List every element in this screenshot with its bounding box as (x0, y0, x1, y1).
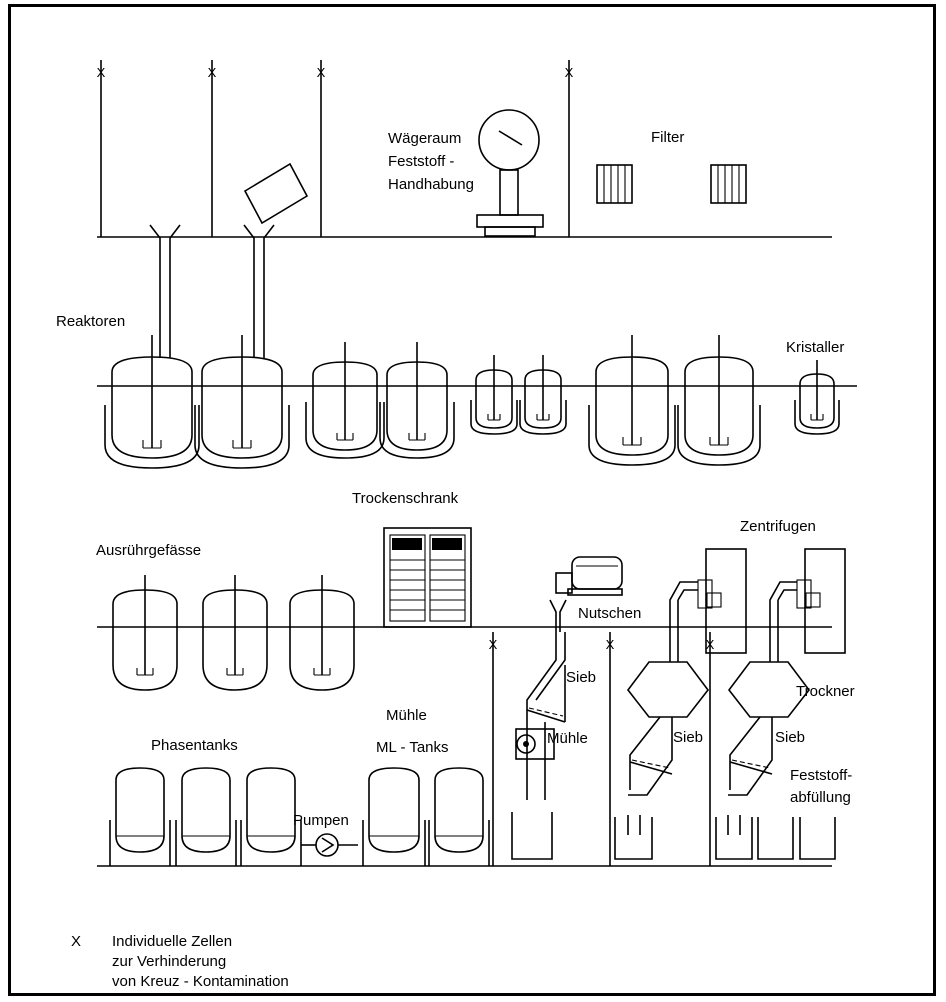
label-feststoff-line2: abfüllung (790, 789, 851, 806)
legend-line-2: zur Verhinderung (112, 953, 226, 970)
scale-icon (476, 109, 544, 237)
phase-tanks (109, 767, 302, 866)
label-trockenschrank: Trockenschrank (352, 490, 459, 507)
label-pumpen: Pumpen (293, 812, 349, 829)
diagram-frame (8, 4, 936, 996)
charging-pipes (149, 224, 275, 358)
label-trockner: Trockner (796, 683, 855, 700)
label-reaktoren: Reaktoren (56, 313, 125, 330)
ml-tanks (362, 767, 490, 866)
label-kristaller: Kristaller (786, 339, 844, 356)
storage-tank (175, 767, 237, 866)
label-feststoff: Feststoff - (388, 153, 454, 170)
label-sieb-3: Sieb (775, 729, 805, 746)
reactor-vessel (305, 342, 385, 459)
stirring-vessel (202, 575, 268, 691)
label-muehle-right: Mühle (547, 730, 588, 747)
label-phasentanks: Phasentanks (151, 737, 238, 754)
legend-line-3: von Kreuz - Kontamination (112, 973, 289, 990)
nutsche-unit (555, 556, 623, 596)
crystallizer-vessel (794, 360, 840, 435)
lower-cell-walls: X X X (489, 632, 715, 866)
sieve-mill-line (511, 599, 567, 860)
filter-icon (596, 164, 633, 204)
reactor-vessel (677, 335, 761, 466)
cell-marker-x: X (489, 637, 498, 652)
drum-icon (243, 162, 309, 225)
cell-marker-x: X (317, 65, 326, 80)
drying-cabinet (383, 527, 472, 628)
label-filter: Filter (651, 129, 684, 146)
top-cell-walls: X X X X (97, 60, 574, 237)
reactor-vessel (470, 355, 518, 435)
legend: X Individuelle Zellen zur Verhinderung v… (71, 933, 289, 990)
reactor-vessel (519, 355, 567, 435)
label-muehle-top: Mühle (386, 707, 427, 724)
label-zentrifugen: Zentrifugen (740, 518, 816, 535)
storage-tank (362, 767, 426, 866)
label-ml-tanks: ML - Tanks (376, 739, 449, 756)
pump-icon (301, 833, 358, 857)
stirring-vessels (112, 575, 355, 691)
label-ausruehrgefaesse: Ausrührgefässe (96, 542, 201, 559)
storage-tank (428, 767, 490, 866)
cell-marker-x: X (208, 65, 217, 80)
reactor-row (104, 335, 840, 469)
reactor-vessel (104, 335, 200, 469)
reactor-vessel (194, 335, 290, 469)
centrifuge-unit (669, 548, 747, 654)
label-waegeraum: Wägeraum (388, 130, 461, 147)
stirring-vessel (112, 575, 178, 691)
reactor-vessel (588, 335, 676, 466)
label-handhabung: Handhabung (388, 176, 474, 193)
cell-marker-x: X (706, 637, 715, 652)
label-sieb-1: Sieb (566, 669, 596, 686)
dryer-sieve-line (614, 632, 710, 860)
cell-marker-x: X (606, 637, 615, 652)
storage-tank (240, 767, 302, 866)
legend-line-1: Individuelle Zellen (112, 933, 232, 950)
label-feststoff-line1: Feststoff- (790, 767, 852, 784)
dryer-sieve-line (715, 632, 836, 860)
cell-marker-x: X (97, 65, 106, 80)
filter-icon (710, 164, 747, 204)
label-nutschen: Nutschen (578, 605, 641, 622)
cell-marker-x: X (565, 65, 574, 80)
legend-symbol: X (71, 933, 81, 950)
stirring-vessel (289, 575, 355, 691)
label-sieb-2: Sieb (673, 729, 703, 746)
reactor-vessel (379, 342, 455, 459)
storage-tank (109, 767, 171, 866)
centrifuge-unit (769, 548, 846, 654)
